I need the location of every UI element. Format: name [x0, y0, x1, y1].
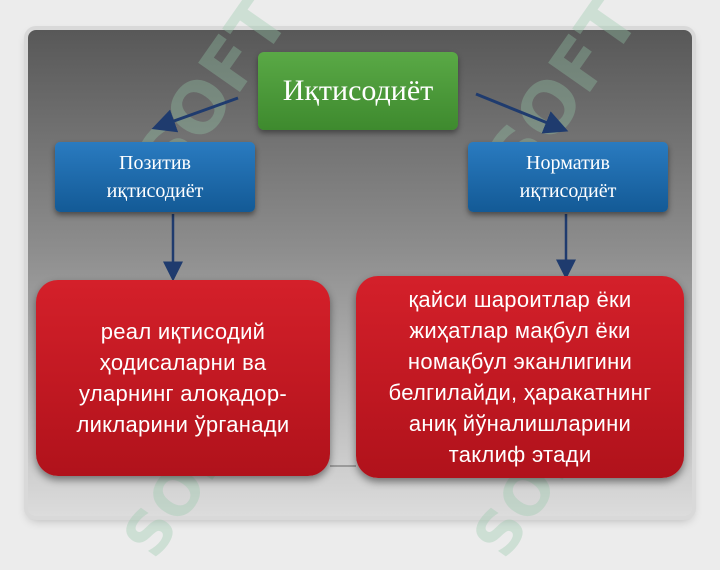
- positive-description-line-3: уларнинг алоқадор-: [79, 381, 287, 406]
- node-positive-label-line-2: иқтисодиёт: [106, 180, 204, 202]
- positive-description-line-2: ҳодисаларни ва: [99, 350, 267, 375]
- node-normative-label-line-2: иқтисодиёт: [519, 180, 617, 202]
- node-positive-description: реал иқтисодий ҳодисаларни ва уларнинг а…: [36, 280, 330, 476]
- node-normative-economics: Норматив иқтисодиёт: [468, 142, 668, 212]
- node-normative-label-line-1: Норматив: [526, 152, 610, 174]
- node-positive-label-line-1: Позитив: [119, 152, 191, 174]
- node-economy-root: Иқтисодиёт: [258, 52, 458, 130]
- positive-description-line-4: ликларини ўрганади: [76, 412, 290, 437]
- normative-description-line-6: таклиф этади: [448, 442, 592, 467]
- normative-description-line-2: жиҳатлар мақбул ёки: [409, 318, 631, 343]
- normative-description-line-1: қайси шароитлар ёки: [408, 287, 632, 312]
- node-economy-root-label: Иқтисодиёт: [282, 74, 434, 107]
- node-positive-economics: Позитив иқтисодиёт: [55, 142, 255, 212]
- normative-description-line-4: белгилайди, ҳаракатнинг: [388, 380, 652, 405]
- positive-description-line-1: реал иқтисодий: [100, 319, 266, 344]
- normative-description-line-3: номақбул эканлигини: [407, 349, 633, 374]
- normative-description-line-5: аниқ йўналишларини: [408, 411, 632, 436]
- node-normative-description: қайси шароитлар ёки жиҳатлар мақбул ёки …: [356, 276, 684, 478]
